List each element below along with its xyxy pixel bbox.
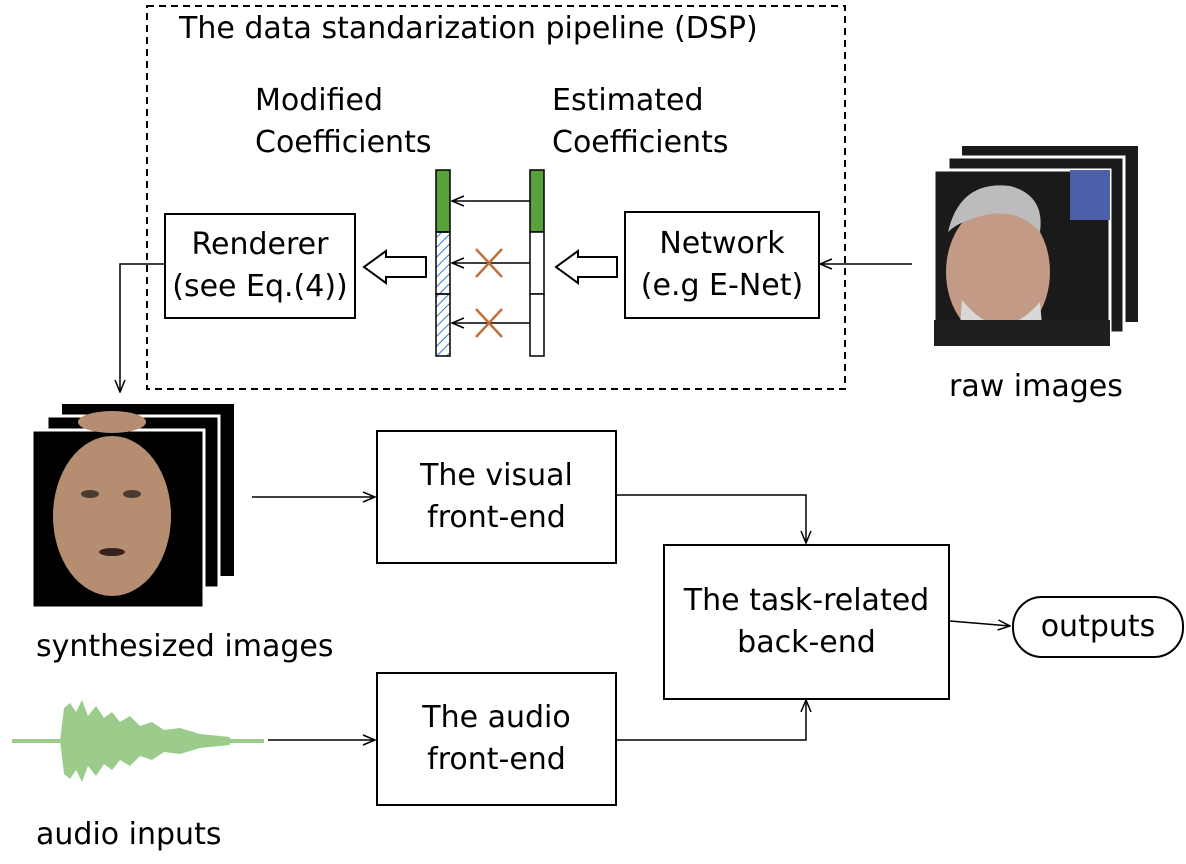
modified-label-line1: Modified [255,83,384,118]
hollow-arrow-icon [554,249,618,285]
estimated-label-line2: Coefficients [552,125,729,160]
backend-line2: back-end [737,625,876,660]
audio-inputs-label: audio inputs [36,817,222,852]
network-line1: Network [659,226,785,261]
renderer-box: Renderer (see Eq.(4)) [164,213,356,319]
audio-frontend-box: The audio front-end [376,672,617,806]
audio-line1: The audio [422,700,571,735]
renderer-to-synth-arrow [120,263,164,392]
visual-to-backend-arrow [617,494,806,543]
estimated-label-line1: Estimated [552,83,704,118]
audio-to-backend-arrow [617,700,806,741]
network-box: Network (e.g E-Net) [624,211,820,319]
modified-coefficients-label: Modified Coefficients [255,80,431,164]
dsp-frame [146,5,846,390]
renderer-line1: Renderer [191,227,329,262]
outputs-label: outputs [1040,609,1156,644]
audio-line2: front-end [427,742,566,777]
renderer-line2: (see Eq.(4)) [172,269,348,304]
network-line2: (e.g E-Net) [640,268,804,303]
cross-icon [475,248,503,278]
visual-line1: The visual [420,458,573,493]
backend-to-outputs-arrow [949,621,1010,626]
raw-images-stack [932,146,1138,348]
visual-line2: front-end [427,500,566,535]
outputs-pill: outputs [1012,596,1184,658]
synthesized-images-label: synthesized images [36,629,334,664]
hollow-arrow-icon [362,249,427,285]
cross-icon [475,308,503,338]
audio-waveform [12,700,264,782]
dsp-title: The data standarization pipeline (DSP) [179,11,758,46]
estimated-coefficients-bar [529,169,545,357]
backend-box: The task-related back-end [663,544,950,700]
estimated-coefficients-label: Estimated Coefficients [552,80,728,164]
modified-label-line2: Coefficients [255,125,432,160]
backend-line1: The task-related [683,583,930,618]
modified-coefficients-bar [435,169,451,357]
synthesized-images-stack [30,404,234,610]
visual-frontend-box: The visual front-end [376,430,617,564]
raw-images-label: raw images [949,369,1123,404]
